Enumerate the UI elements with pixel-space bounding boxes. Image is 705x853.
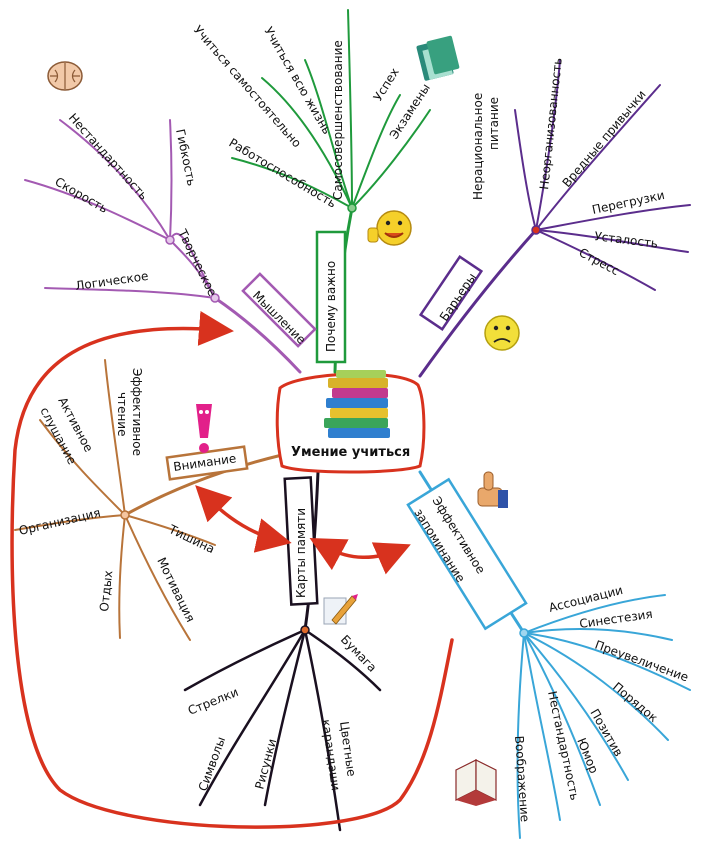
thinking-item-2: Скорость <box>53 174 111 215</box>
box-maps-label: Карты памяти <box>294 508 308 598</box>
thumbs-up-hand-icon <box>477 471 508 508</box>
attention-item-3: Тишина <box>166 522 217 557</box>
red-arrows <box>10 310 454 829</box>
thinking-item-4: Гибкость <box>173 128 199 187</box>
branch-thinking <box>24 119 302 374</box>
maps-item-2: Рисунки <box>252 737 279 791</box>
memory-item-2: Преувеличение <box>593 638 690 685</box>
center-node: Умение учиться <box>275 370 426 474</box>
why-item-3: Самосовершенствование <box>331 40 345 200</box>
attention-item-0: Организация <box>18 506 102 538</box>
barriers-item-0b: питание <box>487 97 501 150</box>
branch-attention <box>14 359 284 641</box>
barriers-item-4: Усталость <box>594 229 659 251</box>
open-notebook-icon <box>455 759 497 806</box>
attention-item-2b: чтение <box>115 392 129 437</box>
memory-item-7: Воображение <box>512 735 532 822</box>
brain-icon <box>47 61 83 91</box>
sad-smiley-icon <box>484 315 520 351</box>
box-why-label: Почему важно <box>324 261 338 352</box>
barriers-item-5: Стресс <box>577 245 622 278</box>
barriers-item-1: Неорганизованность <box>537 57 565 190</box>
box-why: Почему важно <box>315 230 347 364</box>
memory-item-3: Порядок <box>610 680 660 725</box>
barriers-item-2: Вредные привычки <box>560 87 649 189</box>
green-book-icon <box>416 35 460 81</box>
maps-item-0: Стрелки <box>186 685 240 718</box>
barriers-item-0a: Нерациональное <box>471 93 485 200</box>
box-thinking: Мышление <box>241 272 317 348</box>
pencil-paper-icon <box>323 594 358 625</box>
why-item-4: Успех <box>371 65 402 103</box>
attention-item-5: Отдых <box>97 570 115 613</box>
box-memory: Эффективное запоминание <box>406 477 528 631</box>
book-stack-icon <box>324 370 390 438</box>
loop-arrow <box>10 310 454 829</box>
memory-item-5: Юмор <box>574 736 601 776</box>
why-item-0: Работоспособность <box>226 136 338 211</box>
arrow-maps-memory <box>309 537 411 575</box>
maps-item-4: Бумага <box>338 632 380 674</box>
box-maps: Карты памяти <box>283 476 319 606</box>
why-item-1: Учиться самостоятельно <box>191 23 304 150</box>
branch-maps <box>183 470 382 832</box>
thinking-item-1: Творческое <box>175 226 220 298</box>
branch-why <box>231 9 431 374</box>
box-attention: Внимание <box>165 445 249 481</box>
attention-item-2a: Эффективное <box>130 368 144 456</box>
branch-barriers <box>418 59 691 378</box>
memory-item-0: Ассоциации <box>547 583 624 615</box>
center-label: Умение учиться <box>291 445 410 460</box>
box-barriers: Барьеры <box>418 254 484 332</box>
arrow-attention-maps <box>195 485 292 553</box>
thumbs-up-smiley-icon <box>367 210 412 246</box>
exclamation-icon <box>196 404 212 453</box>
why-item-5: Экзамены <box>387 81 433 142</box>
